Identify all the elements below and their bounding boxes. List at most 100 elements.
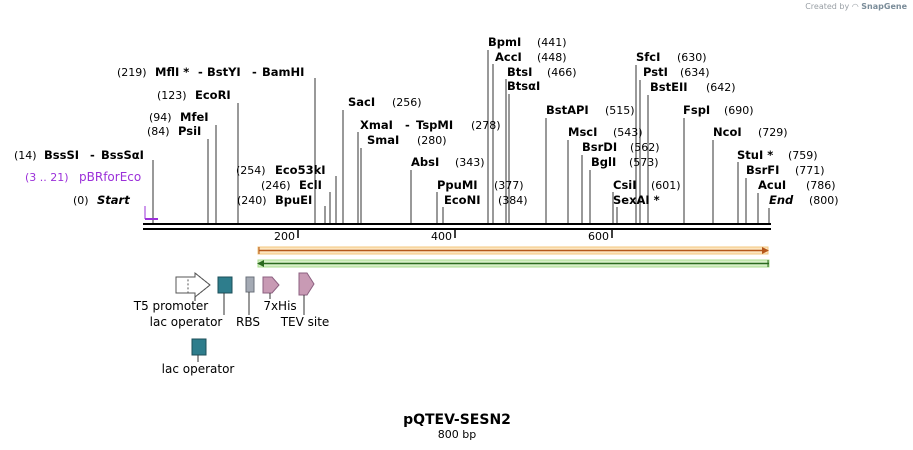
site-fspi[interactable]: FspI (690) — [683, 103, 754, 117]
site-stui[interactable]: StuI * (759) — [737, 148, 818, 162]
site-psti[interactable]: PstI (634) — [643, 65, 710, 79]
feature-7xhis[interactable] — [262, 276, 280, 299]
site-smai[interactable]: SmaI (280) — [367, 133, 447, 147]
site-start[interactable]: (0) Start — [73, 193, 130, 207]
site-bsrfi[interactable]: BsrFI (771) — [746, 163, 825, 177]
site-acci[interactable]: AccI (448) — [495, 50, 567, 64]
feature-t5-promoter[interactable] — [175, 271, 211, 301]
site-name: BsrFI — [746, 163, 779, 177]
site-bsssi[interactable]: (14) BssSI - BssSαI — [14, 148, 144, 162]
ruler-label-200: 200 — [274, 230, 295, 243]
site-sep-2: - — [252, 65, 257, 79]
site-pos: (515) — [605, 104, 635, 117]
site-econi[interactable]: EcoNI (384) — [444, 193, 528, 207]
site-saci[interactable]: SacI (256) — [348, 95, 422, 109]
tev-arrow-icon — [298, 272, 315, 296]
site-sexai[interactable]: SexAI * — [613, 193, 660, 207]
site-name: BstAPI — [546, 103, 589, 117]
site-pos: (256) — [392, 96, 422, 109]
site-sep: - — [198, 65, 203, 79]
site-pos: (441) — [537, 36, 567, 49]
site-pos: (240) — [237, 194, 267, 207]
feature-lac-operator-2[interactable] — [191, 338, 207, 362]
site-name: PstI — [643, 65, 668, 79]
promoter-arrow-icon — [175, 271, 211, 299]
site-bpuei[interactable]: (240) BpuEI — [237, 193, 312, 207]
site-name: FspI — [683, 103, 710, 117]
site-name: PsiI — [178, 124, 201, 138]
site-name: PpuMI — [437, 178, 478, 192]
site-name: MflI * — [155, 65, 189, 79]
site-xmai[interactable]: XmaI - TspMI (278) — [360, 118, 501, 132]
site-name: End — [769, 193, 794, 207]
site-btsi[interactable]: BtsI (466) — [507, 65, 577, 79]
orf-reverse-arrowhead-icon — [257, 260, 264, 267]
plasmid-title: pQTEV-SESN2 — [403, 412, 511, 428]
site-mfei[interactable]: (94) MfeI — [149, 110, 209, 124]
dna-backbone — [143, 223, 771, 230]
site-ppumi[interactable]: PpuMI (377) — [437, 178, 524, 192]
site-bsrdi[interactable]: BsrDI (562) — [582, 140, 660, 154]
ruler-label-600: 600 — [588, 230, 609, 243]
snapgene-credit: Created by ◠ SnapGene — [805, 2, 907, 11]
orf-forward-arrowhead-icon — [762, 247, 769, 254]
site-sep: - — [90, 148, 95, 162]
site-name: EcoRI — [195, 88, 231, 102]
site-bsteii[interactable]: BstEII (642) — [650, 80, 736, 94]
site-pos: (729) — [758, 126, 788, 139]
feature-label-rbs: RBS — [236, 315, 260, 329]
site-name-2: TspMI — [416, 118, 453, 132]
credit-prefix: Created by — [805, 2, 850, 11]
site-ecori[interactable]: (123) EcoRI — [157, 88, 231, 102]
site-name: BsrDI — [582, 140, 617, 154]
site-pos: (278) — [471, 119, 501, 132]
site-name: BtsαI — [507, 79, 540, 93]
site-csii[interactable]: CsiI (601) — [613, 178, 681, 192]
site-name: EclI — [299, 178, 322, 192]
site-msci[interactable]: MscI (543) — [568, 125, 643, 139]
site-end[interactable]: End (800) — [769, 193, 839, 207]
site-pos: (800) — [809, 194, 839, 207]
site-pos: (448) — [537, 51, 567, 64]
orf-reverse[interactable] — [257, 259, 770, 268]
site-name: AccI — [495, 50, 522, 64]
site-pos: (246) — [261, 179, 291, 192]
site-pos: (0) — [73, 194, 89, 207]
site-pos: (123) — [157, 89, 187, 102]
site-eco53ki[interactable]: (254) Eco53kI — [236, 163, 326, 177]
site-pos: (630) — [677, 51, 707, 64]
site-acui[interactable]: AcuI (786) — [758, 178, 836, 192]
site-absi[interactable]: AbsI (343) — [411, 155, 485, 169]
site-pos: (94) — [149, 111, 172, 124]
site-leader-lines — [152, 50, 770, 224]
site-pos: (601) — [651, 179, 681, 192]
site-sfci[interactable]: SfcI (630) — [636, 50, 707, 64]
site-mfli[interactable]: (219) MflI * - BstYI - BamHI — [117, 65, 304, 79]
site-bgli[interactable]: BglI (573) — [591, 155, 659, 169]
primer-pbrforeco[interactable] — [144, 206, 158, 220]
site-bpmi[interactable]: BpmI (441) — [488, 35, 567, 49]
site-name: XmaI — [360, 118, 393, 132]
feature-rbs[interactable] — [245, 276, 255, 315]
primer-label-pbrforeco[interactable]: (3 .. 21) pBRforEco — [25, 170, 141, 184]
site-name-3: BamHI — [262, 65, 304, 79]
rbs-box-icon — [245, 276, 255, 293]
site-ncoi[interactable]: NcoI (729) — [713, 125, 788, 139]
site-pos: (759) — [788, 149, 818, 162]
credit-brand: SnapGene — [861, 2, 907, 11]
feature-tev-site[interactable] — [298, 272, 315, 315]
site-ecli[interactable]: (246) EclI — [261, 178, 322, 192]
site-btsai[interactable]: BtsαI — [507, 79, 540, 93]
site-name: BtsI — [507, 65, 532, 79]
primer-pos: (3 .. 21) — [25, 171, 69, 184]
site-pos: (466) — [547, 66, 577, 79]
site-name: NcoI — [713, 125, 742, 139]
site-psii[interactable]: (84) PsiI — [147, 124, 201, 138]
feature-lac-operator-1[interactable] — [217, 276, 233, 315]
his-tag-arrow-icon — [262, 276, 280, 294]
site-bstapi[interactable]: BstAPI (515) — [546, 103, 635, 117]
feature-label-tev-site: TEV site — [280, 315, 330, 329]
orf-forward[interactable] — [257, 246, 769, 255]
ruler: 200 400 600 — [274, 229, 613, 243]
ruler-label-400: 400 — [431, 230, 452, 243]
